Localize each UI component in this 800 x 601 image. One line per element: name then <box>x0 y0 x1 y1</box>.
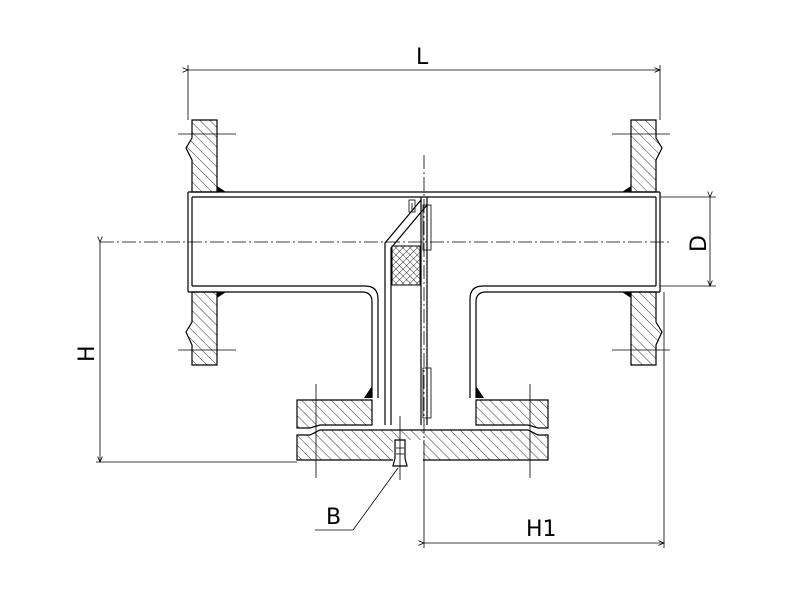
dimension-height: H <box>75 242 297 462</box>
internal-baffle <box>384 197 432 425</box>
dimension-outlet-height: H1 <box>424 292 664 548</box>
center-lines <box>100 155 672 440</box>
bottom-flange <box>296 384 549 478</box>
run-pipe <box>187 191 661 293</box>
dimension-length: L <box>188 45 660 120</box>
dimension-diameter: D <box>660 197 716 286</box>
dimension-label-h1: H1 <box>526 517 557 542</box>
left-flange <box>178 119 236 366</box>
branch-pipe <box>217 285 631 398</box>
dimension-label-d: D <box>687 235 712 252</box>
leader-label-b: B <box>326 505 341 530</box>
dimension-label-h: H <box>75 345 100 362</box>
right-flange <box>612 119 670 366</box>
drain-plug <box>392 416 408 480</box>
dimension-label-l: L <box>416 45 429 70</box>
leader-drain-plug: B <box>315 467 399 531</box>
